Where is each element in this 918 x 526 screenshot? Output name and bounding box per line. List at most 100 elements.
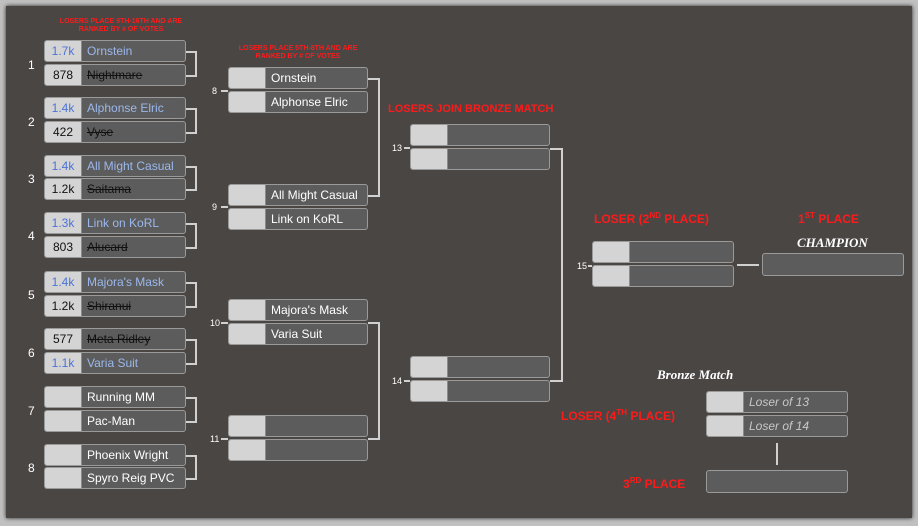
bracket-board: LOSERS PLACE 9TH-16TH AND ARE RANKED BY … — [6, 6, 912, 518]
vote-count — [593, 242, 630, 262]
match-number-14: 14 — [392, 376, 403, 386]
bronze-slot[interactable]: Loser of 13 — [706, 391, 848, 413]
bronze-match-label: Bronze Match — [657, 367, 734, 382]
competitor-name: All Might Casual — [87, 159, 174, 173]
competitor-name: Varia Suit — [87, 356, 139, 370]
seed-8: 8 — [28, 461, 35, 475]
loser-2nd-label: LOSER (2ND PLACE) — [594, 211, 709, 226]
vote-count — [707, 392, 744, 412]
vote-count — [229, 92, 266, 112]
round2-note: LOSERS PLACE 5TH-8TH AND ARE RANKED BY #… — [238, 45, 358, 60]
champion-slot[interactable] — [762, 253, 904, 276]
competitor-name: Loser of 14 — [749, 419, 810, 433]
champion-label: CHAMPION — [797, 235, 868, 250]
bronze-join-note: LOSERS JOIN BRONZE MATCH — [388, 103, 554, 115]
seed-2: 2 — [28, 115, 35, 129]
vote-count — [45, 445, 82, 465]
competitor-name: Phoenix Wright — [87, 448, 169, 462]
competitor-name: Saitama — [87, 182, 132, 196]
vote-count — [229, 416, 266, 436]
match-number-13: 13 — [392, 143, 403, 153]
r2-slot[interactable]: Ornstein — [228, 67, 368, 89]
vote-count — [229, 209, 266, 229]
competitor-name: All Might Casual — [271, 188, 358, 202]
vote-count: 1.1k — [45, 353, 82, 373]
vote-count: 1.4k — [45, 98, 82, 118]
seed-3: 3 — [28, 172, 35, 186]
competitor-name: Nightmare — [87, 68, 143, 82]
vote-count: 878 — [45, 65, 82, 85]
r1-slot[interactable]: Running MM — [44, 386, 186, 408]
r2-slot[interactable]: Alphonse Elric — [228, 91, 368, 113]
competitor-name: Running MM — [87, 390, 156, 404]
vote-count: 1.2k — [45, 296, 82, 316]
final-slot[interactable] — [592, 241, 734, 263]
vote-count — [411, 357, 448, 377]
vote-count — [45, 468, 82, 488]
vote-count — [229, 324, 266, 344]
vote-count — [593, 266, 630, 286]
vote-count — [411, 125, 448, 145]
r2-slot[interactable]: Link on KoRL — [228, 208, 368, 230]
vote-count: 422 — [45, 122, 82, 142]
r1-slot[interactable]: 1.1k Varia Suit — [44, 352, 186, 374]
seed-1: 1 — [28, 58, 35, 72]
competitor-name: Meta Ridley — [87, 332, 151, 346]
semi-slot[interactable] — [410, 356, 550, 378]
vote-count — [707, 416, 744, 436]
final-slot[interactable] — [592, 265, 734, 287]
vote-count: 1.7k — [45, 41, 82, 61]
r1-slot[interactable]: Phoenix Wright — [44, 444, 186, 466]
vote-count: 1.2k — [45, 179, 82, 199]
competitor-name: Shiranui — [87, 299, 132, 313]
competitor-name: Majora's Mask — [87, 275, 164, 289]
loser-4th-label: LOSER (4TH PLACE) — [561, 408, 676, 423]
semi-slot[interactable] — [410, 148, 550, 170]
semi-slot[interactable] — [410, 124, 550, 146]
competitor-name: Alucard — [87, 240, 128, 254]
third-place-label: 3RD PLACE — [623, 476, 686, 491]
competitor-name: Ornstein — [271, 71, 317, 85]
match-number-9: 9 — [212, 202, 218, 212]
r2-slot[interactable] — [228, 415, 368, 437]
match-number-11: 11 — [210, 434, 220, 444]
seed-4: 4 — [28, 229, 35, 243]
competitor-name: Loser of 13 — [749, 395, 810, 409]
r1-slot[interactable]: Spyro Reig PVC — [44, 467, 186, 489]
r1-slot[interactable]: 1.2k Saitama — [44, 178, 186, 200]
competitor-name: Link on KoRL — [87, 216, 160, 230]
r2-slot[interactable]: Varia Suit — [228, 323, 368, 345]
vote-count — [411, 381, 448, 401]
round1-note: LOSERS PLACE 9TH-16TH AND ARE RANKED BY … — [59, 18, 183, 33]
match-number-15: 15 — [577, 261, 588, 271]
match-number-10: 10 — [210, 318, 221, 328]
bronze-slot[interactable]: Loser of 14 — [706, 415, 848, 437]
vote-count — [229, 440, 266, 460]
r1-slot[interactable]: 1.2k Shiranui — [44, 295, 186, 317]
vote-count: 1.3k — [45, 213, 82, 233]
competitor-name: Link on KoRL — [271, 212, 344, 226]
r2-slot[interactable]: Majora's Mask — [228, 299, 368, 321]
r1-slot[interactable]: 1.7k Ornstein — [44, 40, 186, 62]
vote-count — [45, 387, 82, 407]
r1-slot[interactable]: 878 Nightmare — [44, 64, 186, 86]
seed-5: 5 — [28, 288, 35, 302]
competitor-name: Ornstein — [87, 44, 133, 58]
competitor-name: Varia Suit — [271, 327, 323, 341]
competitor-name: Alphonse Elric — [271, 95, 348, 109]
r1-slot[interactable]: 1.3k Link on KoRL — [44, 212, 186, 234]
semi-slot[interactable] — [410, 380, 550, 402]
vote-count — [411, 149, 448, 169]
r2-slot[interactable] — [228, 439, 368, 461]
r2-slot[interactable]: All Might Casual — [228, 184, 368, 206]
third-place-slot[interactable] — [706, 470, 848, 493]
vote-count — [45, 411, 82, 431]
competitor-name: Majora's Mask — [271, 303, 348, 317]
r1-slot[interactable]: Pac-Man — [44, 410, 186, 432]
